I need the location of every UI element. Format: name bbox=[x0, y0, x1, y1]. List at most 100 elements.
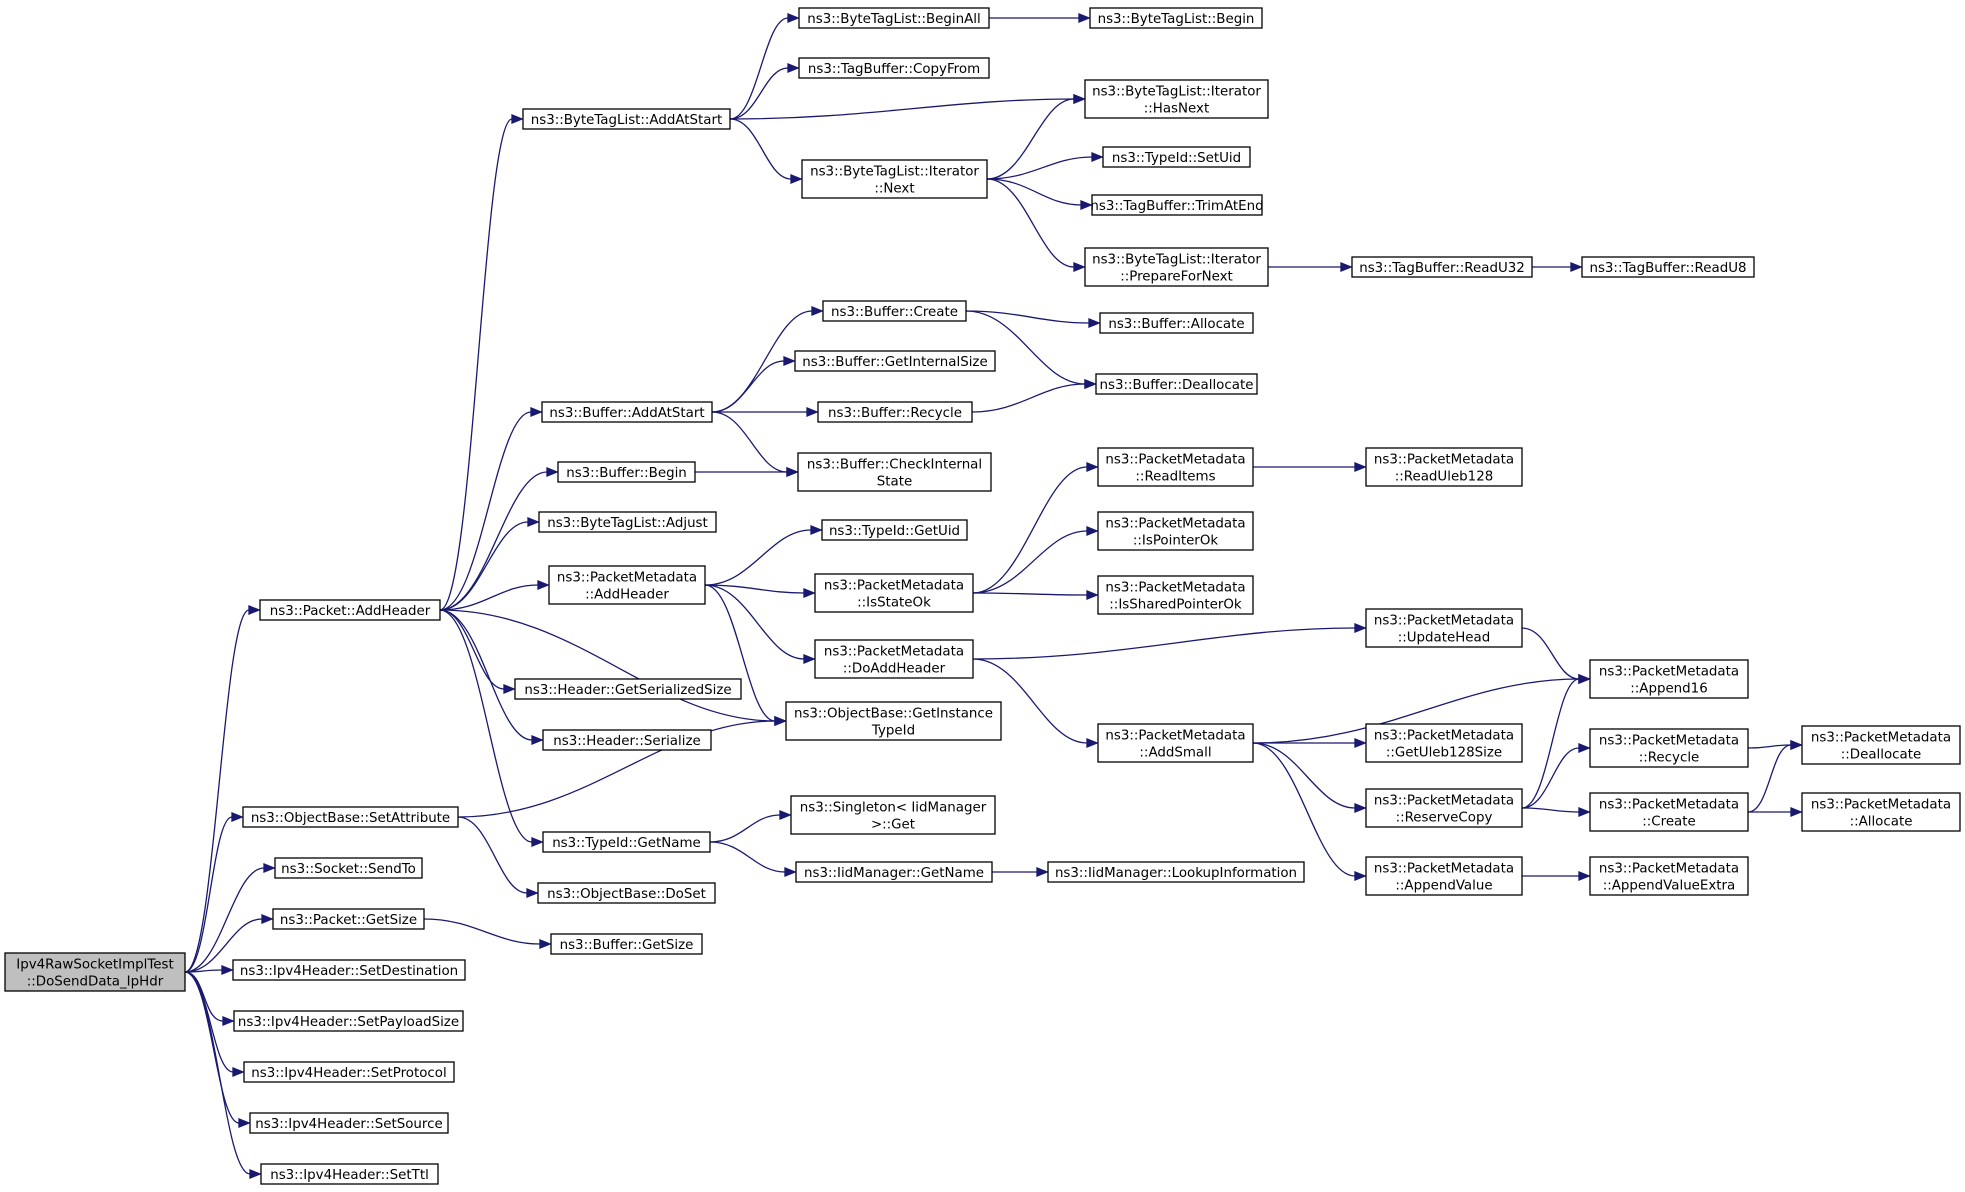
node-label: ns3::Ipv4Header::SetDestination bbox=[240, 964, 458, 979]
node-pm-readuleb[interactable]: ns3::PacketMetadata::ReadUleb128 bbox=[1365, 447, 1523, 487]
node-pm-reservecopy[interactable]: ns3::PacketMetadata::ReserveCopy bbox=[1365, 788, 1523, 828]
node-box bbox=[522, 108, 731, 130]
node-buf-getsize[interactable]: ns3::Buffer::GetSize bbox=[550, 933, 703, 955]
edge-btli-next-to-tb-trim bbox=[986, 178, 1093, 210]
node-btl-adjust[interactable]: ns3::ByteTagList::Adjust bbox=[538, 511, 717, 533]
node-iid-getname[interactable]: ns3::IidManager::GetName bbox=[795, 861, 993, 883]
node-hdr-getser[interactable]: ns3::Header::GetSerializedSize bbox=[514, 678, 742, 700]
edge-btli-next-to-btli-hasnext bbox=[986, 94, 1086, 180]
node-pm-alloc[interactable]: ns3::PacketMetadata::Allocate bbox=[1801, 792, 1961, 832]
node-btl-begin[interactable]: ns3::ByteTagList::Begin bbox=[1089, 7, 1263, 29]
node-pm-append16[interactable]: ns3::PacketMetadata::Append16 bbox=[1589, 659, 1749, 699]
edge-btl-addatstart-to-btl-beginall bbox=[729, 13, 800, 120]
edge-pkt-getsize-to-buf-getsize bbox=[423, 918, 552, 949]
node-buf-begin[interactable]: ns3::Buffer::Begin bbox=[557, 461, 696, 483]
node-tid-getuid[interactable]: ns3::TypeId::GetUid bbox=[821, 519, 968, 541]
edge-pkt-addhdr-to-tid-getname bbox=[439, 609, 544, 847]
node-box bbox=[548, 565, 706, 605]
node-pm-create[interactable]: ns3::PacketMetadata::Create bbox=[1589, 792, 1749, 832]
node-label: ns3::TagBuffer::TrimAtEnd bbox=[1090, 199, 1263, 214]
node-pm-appendvalex[interactable]: ns3::PacketMetadata::AppendValueExtra bbox=[1589, 856, 1749, 896]
node-btl-beginall[interactable]: ns3::ByteTagList::BeginAll bbox=[798, 7, 990, 29]
node-label: ns3::Ipv4Header::SetPayloadSize bbox=[238, 1015, 459, 1030]
node-sock-sendto[interactable]: ns3::Socket::SendTo bbox=[274, 857, 423, 879]
node-ip-setdst[interactable]: ns3::Ipv4Header::SetDestination bbox=[232, 959, 466, 981]
node-box bbox=[797, 452, 992, 492]
node-label: ns3::PacketMetadata bbox=[1105, 517, 1245, 532]
node-box bbox=[274, 857, 423, 879]
node-box bbox=[232, 959, 466, 981]
node-tid-setuid[interactable]: ns3::TypeId::SetUid bbox=[1102, 146, 1251, 168]
edge-pm-addsmall-to-pm-appendvalue bbox=[1252, 742, 1367, 881]
node-tb-readu8[interactable]: ns3::TagBuffer::ReadU8 bbox=[1581, 256, 1755, 278]
node-buf-getint[interactable]: ns3::Buffer::GetInternalSize bbox=[794, 350, 996, 372]
node-pm-isshptrok[interactable]: ns3::PacketMetadata::IsSharedPointerOk bbox=[1097, 575, 1254, 615]
node-pm-recycle[interactable]: ns3::PacketMetadata::Recycle bbox=[1589, 728, 1749, 768]
node-box bbox=[1099, 312, 1254, 334]
node-ip-setproto[interactable]: ns3::Ipv4Header::SetProtocol bbox=[243, 1061, 455, 1083]
node-tb-copyfrom[interactable]: ns3::TagBuffer::CopyFrom bbox=[798, 57, 990, 79]
node-btli-prep[interactable]: ns3::ByteTagList::Iterator::PrepareForNe… bbox=[1084, 247, 1269, 287]
node-label: ns3::PacketMetadata bbox=[1105, 453, 1245, 468]
node-hdr-ser[interactable]: ns3::Header::Serialize bbox=[542, 729, 712, 751]
node-pm-isstateok[interactable]: ns3::PacketMetadata::IsStateOk bbox=[814, 573, 974, 613]
edge-btl-addatstart-to-btli-next bbox=[729, 118, 803, 184]
node-btli-hasnext[interactable]: ns3::ByteTagList::Iterator::HasNext bbox=[1084, 79, 1269, 119]
node-pm-isptrok[interactable]: ns3::PacketMetadata::IsPointerOk bbox=[1097, 511, 1254, 551]
node-iid-lookup[interactable]: ns3::IidManager::LookupInformation bbox=[1047, 861, 1305, 883]
node-label: State bbox=[877, 475, 912, 490]
node-buf-create[interactable]: ns3::Buffer::Create bbox=[822, 300, 967, 322]
node-label: ns3::TypeId::SetUid bbox=[1112, 151, 1241, 166]
node-tb-readu32[interactable]: ns3::TagBuffer::ReadU32 bbox=[1351, 256, 1533, 278]
node-pm-addheader[interactable]: ns3::PacketMetadata::AddHeader bbox=[548, 565, 706, 605]
node-label: Ipv4RawSocketImplTest bbox=[16, 958, 173, 973]
node-buf-dealloc[interactable]: ns3::Buffer::Deallocate bbox=[1095, 373, 1258, 395]
node-box bbox=[541, 401, 713, 423]
edge-buf-addatstart-to-buf-recycle bbox=[712, 407, 819, 417]
node-ip-setsrc[interactable]: ns3::Ipv4Header::SetSource bbox=[249, 1112, 449, 1134]
node-ip-setpay[interactable]: ns3::Ipv4Header::SetPayloadSize bbox=[233, 1010, 464, 1032]
node-box bbox=[1097, 511, 1254, 551]
node-label: ::Next bbox=[874, 182, 914, 197]
node-ip-setttl[interactable]: ns3::Ipv4Header::SetTtl bbox=[260, 1163, 439, 1185]
node-pm-getuleb[interactable]: ns3::PacketMetadata::GetUleb128Size bbox=[1365, 723, 1523, 763]
node-label: ::IsPointerOk bbox=[1133, 534, 1218, 549]
node-label: ns3::PacketMetadata bbox=[1374, 862, 1514, 877]
node-buf-recycle[interactable]: ns3::Buffer::Recycle bbox=[817, 401, 973, 423]
edge-btl-addatstart-to-tb-copyfrom bbox=[729, 63, 800, 120]
node-tid-getname[interactable]: ns3::TypeId::GetName bbox=[542, 831, 711, 853]
node-label: ns3::TagBuffer::ReadU32 bbox=[1359, 261, 1525, 276]
node-pm-readitems[interactable]: ns3::PacketMetadata::ReadItems bbox=[1097, 447, 1254, 487]
node-pm-updatehead[interactable]: ns3::PacketMetadata::UpdateHead bbox=[1365, 608, 1523, 648]
root-node[interactable]: Ipv4RawSocketImplTest::DoSendData_IpHdr bbox=[4, 952, 186, 992]
node-pm-doaddhdr[interactable]: ns3::PacketMetadata::DoAddHeader bbox=[814, 639, 974, 679]
node-box bbox=[259, 599, 441, 621]
node-label: ns3::ByteTagList::AddAtStart bbox=[531, 113, 723, 128]
node-btli-next[interactable]: ns3::ByteTagList::Iterator::Next bbox=[801, 159, 988, 199]
node-btl-addatstart[interactable]: ns3::ByteTagList::AddAtStart bbox=[522, 108, 731, 130]
edge-pm-addsmall-to-pm-reservecopy bbox=[1252, 742, 1367, 813]
node-ob-setattr[interactable]: ns3::ObjectBase::SetAttribute bbox=[242, 806, 459, 828]
node-pm-dealloc[interactable]: ns3::PacketMetadata::Deallocate bbox=[1801, 725, 1961, 765]
node-pm-addsmall[interactable]: ns3::PacketMetadata::AddSmall bbox=[1097, 723, 1254, 763]
edge-buf-recycle-to-buf-dealloc bbox=[971, 379, 1097, 413]
node-pm-appendvalue[interactable]: ns3::PacketMetadata::AppendValue bbox=[1365, 856, 1523, 896]
node-label: ns3::TypeId::GetName bbox=[552, 836, 701, 851]
node-label: ::Allocate bbox=[1850, 815, 1913, 830]
node-buf-alloc[interactable]: ns3::Buffer::Allocate bbox=[1099, 312, 1254, 334]
node-label: ns3::Packet::AddHeader bbox=[270, 604, 431, 619]
node-tb-trim[interactable]: ns3::TagBuffer::TrimAtEnd bbox=[1090, 194, 1264, 216]
node-pkt-getsize[interactable]: ns3::Packet::GetSize bbox=[272, 908, 425, 930]
node-pkt-addhdr[interactable]: ns3::Packet::AddHeader bbox=[259, 599, 441, 621]
node-buf-addatstart[interactable]: ns3::Buffer::AddAtStart bbox=[541, 401, 713, 423]
node-ob-doset[interactable]: ns3::ObjectBase::DoSet bbox=[537, 882, 716, 904]
node-singleton-get[interactable]: ns3::Singleton< IidManager>::Get bbox=[790, 795, 996, 835]
edge-btli-prep-to-tb-readu32 bbox=[1267, 262, 1353, 272]
edge-pm-reservecopy-to-pm-append16 bbox=[1521, 674, 1591, 809]
node-label: ::AddSmall bbox=[1139, 746, 1211, 761]
node-box bbox=[1084, 247, 1269, 287]
node-label: ns3::PacketMetadata bbox=[1105, 729, 1245, 744]
edge-pm-reservecopy-to-pm-recycle bbox=[1521, 743, 1591, 809]
